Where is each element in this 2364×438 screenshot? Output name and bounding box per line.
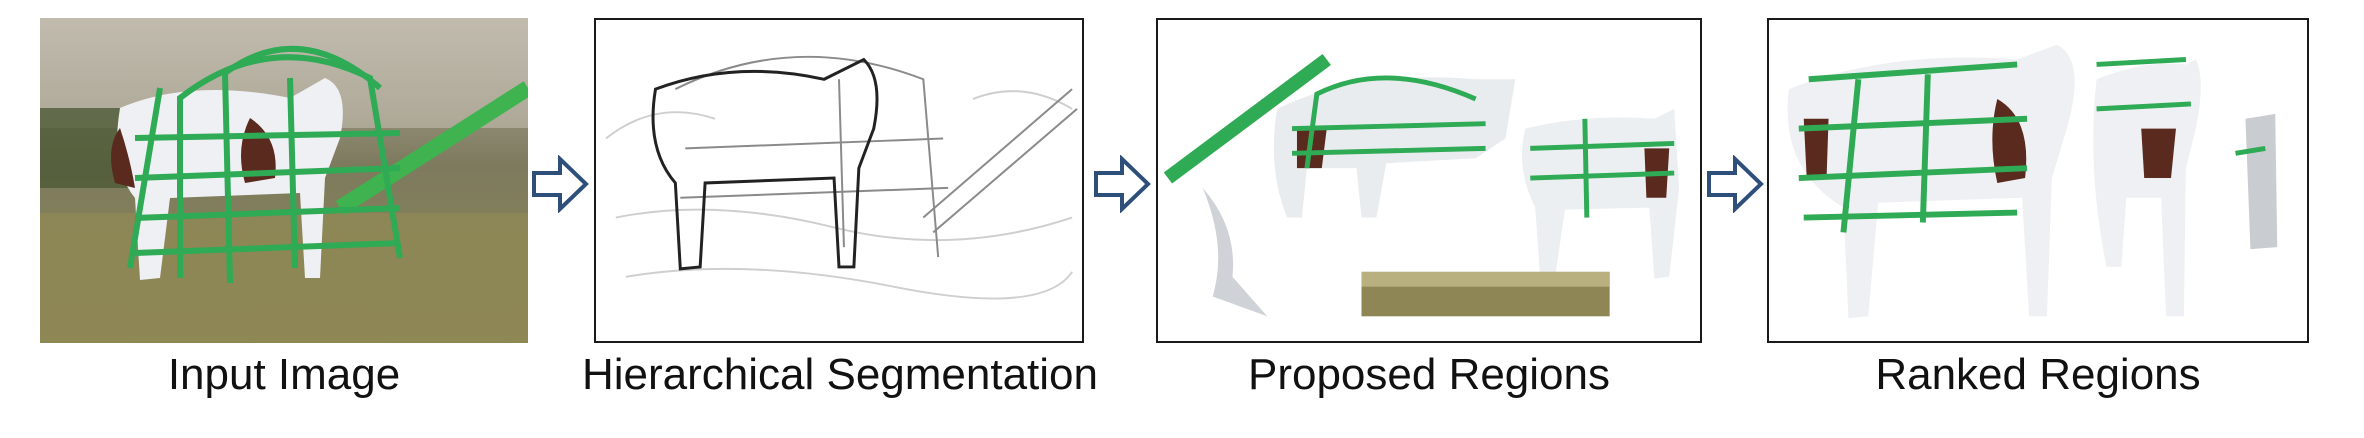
arrow-right-icon bbox=[532, 155, 589, 213]
segmentation-panel bbox=[594, 18, 1084, 343]
region-horse-right bbox=[1521, 108, 1680, 279]
input-image-panel bbox=[40, 18, 528, 343]
slide bbox=[335, 81, 528, 215]
caption-proposed-regions: Proposed Regions bbox=[1247, 350, 1610, 399]
region-slide bbox=[1163, 53, 1331, 184]
grass bbox=[40, 213, 528, 343]
ranked-fragment bbox=[2235, 113, 2278, 250]
region-bird-shape bbox=[1202, 187, 1268, 317]
caption-hierarchical-segmentation: Hierarchical Segmentation bbox=[581, 350, 1099, 399]
contour-map bbox=[605, 55, 1078, 300]
ranked-horse-large bbox=[1787, 44, 2075, 319]
caption-input-image: Input Image bbox=[167, 350, 401, 399]
proposed-regions-panel bbox=[1156, 18, 1702, 343]
region-horse-gym-top bbox=[1273, 75, 1516, 218]
input-photo bbox=[40, 18, 528, 343]
ranked-regions-panel bbox=[1767, 18, 2309, 343]
horse-contour bbox=[651, 57, 879, 271]
arrow-right-icon bbox=[1094, 155, 1151, 213]
caption-ranked-regions: Ranked Regions bbox=[1875, 350, 2201, 399]
ranked-horse-small bbox=[2093, 57, 2201, 317]
jungle-gym bbox=[127, 45, 403, 284]
arrow-right-icon bbox=[1707, 155, 1764, 213]
